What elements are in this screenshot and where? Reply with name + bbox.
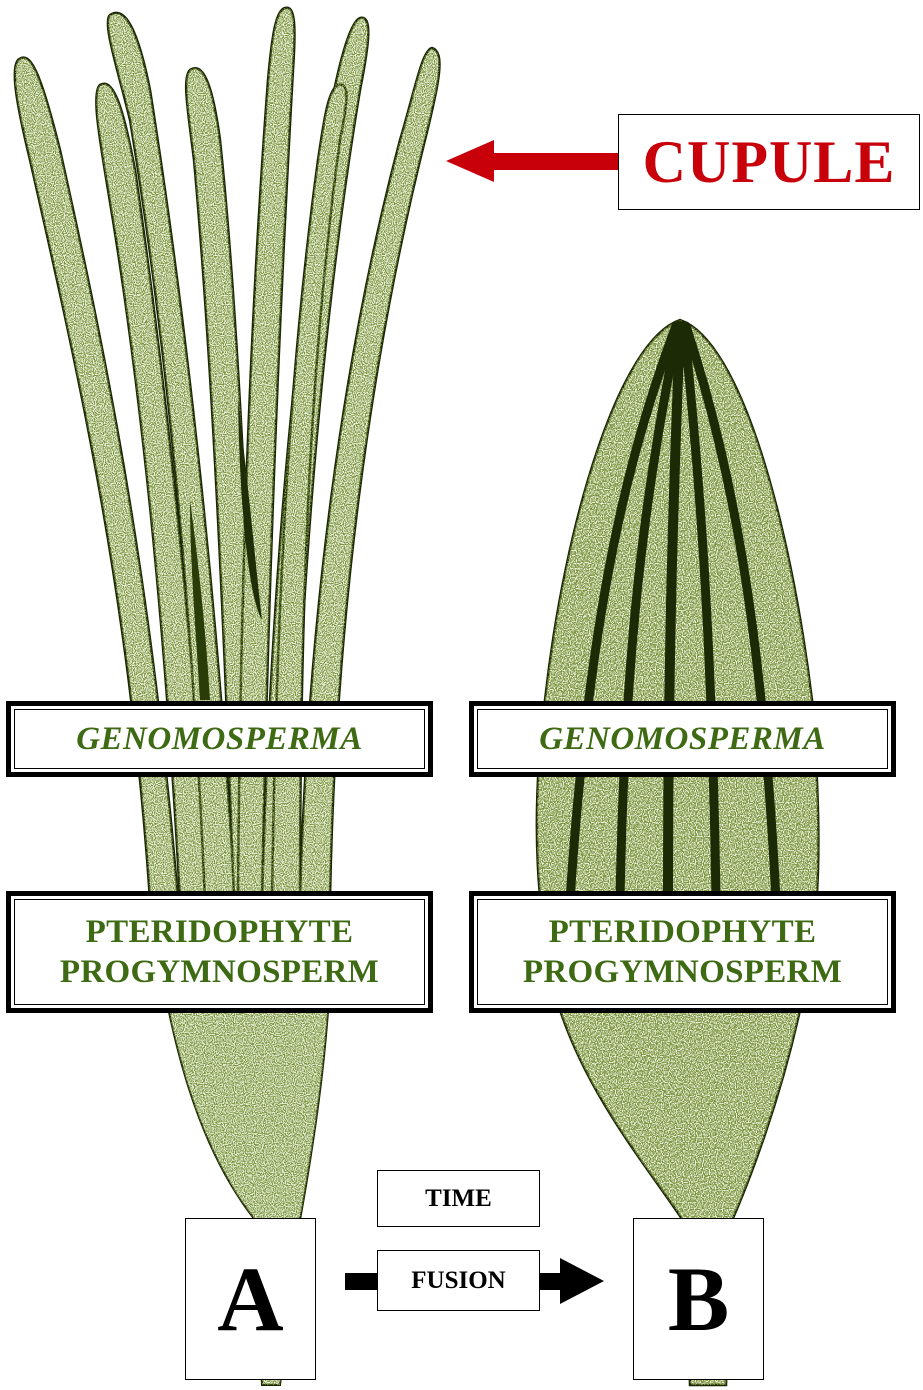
- cupule-label-box: CUPULE: [618, 114, 920, 210]
- cupule-label: CUPULE: [643, 128, 896, 197]
- stage-label-a: PTERIDOPHYTE PROGYMNOSPERM: [6, 891, 433, 1013]
- specimen-b-letter: B: [633, 1218, 764, 1380]
- genus-name-a: GENOMOSPERMA: [76, 719, 363, 759]
- genus-label-a: GENOMOSPERMA: [6, 701, 433, 777]
- specimen-a-letter: A: [185, 1218, 316, 1380]
- fusion-label: FUSION: [377, 1250, 540, 1311]
- stage-line-pteridophyte-a: PTERIDOPHYTE: [86, 912, 354, 952]
- stage-line-progymnosperm-b: PROGYMNOSPERM: [523, 952, 842, 992]
- stage-line-pteridophyte-b: PTERIDOPHYTE: [549, 912, 817, 952]
- genus-name-b: GENOMOSPERMA: [539, 719, 826, 759]
- genus-label-b: GENOMOSPERMA: [469, 701, 896, 777]
- specimen-a-illustration: [15, 8, 440, 1385]
- stage-label-b: PTERIDOPHYTE PROGYMNOSPERM: [469, 891, 896, 1013]
- time-label: TIME: [377, 1170, 540, 1227]
- stage-line-progymnosperm-a: PROGYMNOSPERM: [60, 952, 379, 992]
- cupule-pointer-arrow: [446, 140, 618, 182]
